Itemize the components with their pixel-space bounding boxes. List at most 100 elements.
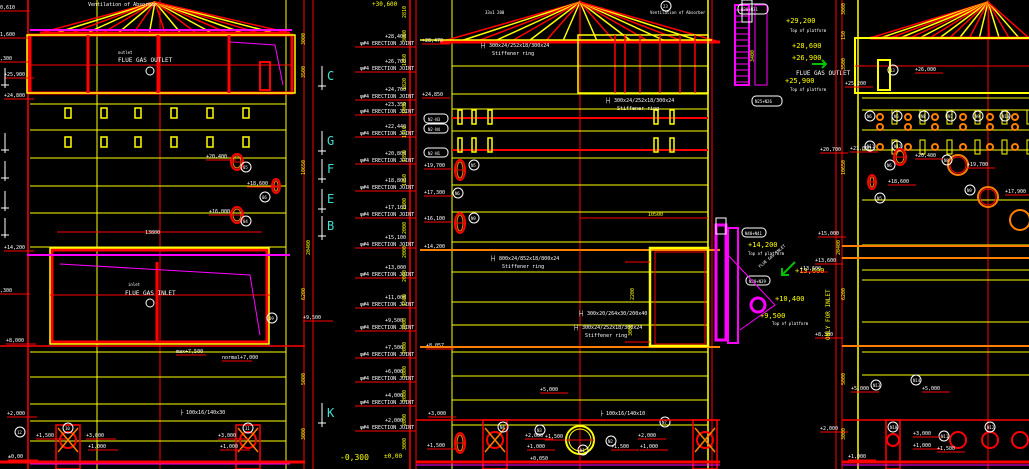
middle-top-elevation: +30,600 (372, 1, 398, 8)
roof-rafter (579, 1, 686, 43)
nozzle-elevation: +24,850 (422, 92, 443, 98)
roof-rafter (86, 1, 156, 34)
middle-manway (487, 109, 493, 125)
shell-dim: 1000 (402, 102, 408, 114)
section-marker-C: C (327, 69, 334, 83)
roof-rafter (987, 1, 1000, 39)
middle-manway (471, 109, 477, 125)
callout-bubble (240, 161, 252, 173)
nozzle-elevation: +28,470 (422, 38, 443, 44)
shell-dim: 2810 (402, 6, 408, 18)
shell-dim: 2000 (402, 222, 408, 234)
inlet-duct-box (648, 246, 710, 348)
callout-bubble (938, 430, 950, 442)
erection-joint-elevation: +24,760 (385, 87, 406, 93)
right-elevation: +21,000 (850, 146, 871, 152)
elevation-label: +1,000 (220, 444, 238, 450)
nozzle-elevation: +2,000 (638, 433, 656, 439)
nozzle-elevation: +0,050 (530, 456, 548, 462)
lower-person (715, 217, 727, 235)
elevation-label: +14,200 (4, 245, 25, 251)
nozzle-tag: N2-N3 (428, 117, 441, 122)
right-dimension: 3000 (841, 3, 847, 15)
erection-joint-elevation: +13,000 (385, 265, 406, 271)
callout-bubble (659, 416, 671, 428)
platform-elevation-2: +26,900 (792, 54, 822, 62)
right-dimension: 10650 (841, 160, 847, 175)
middle-support-ring (696, 431, 714, 449)
right-dimension: 3000 (841, 428, 847, 440)
elevation-label: +2,000 (7, 411, 25, 417)
callout-number: N5 (877, 196, 882, 201)
small-nozzle (959, 113, 967, 121)
erection-joint-elevation: +22,440 (385, 124, 406, 130)
callout-bubble (887, 64, 899, 76)
callout-bubble (887, 421, 899, 433)
small-nozzle (986, 123, 994, 131)
erection-joint-label: ψ#4 ERECTION JOINT (360, 425, 414, 431)
section-marker-F: F (327, 162, 334, 176)
callout-bubble (660, 0, 672, 12)
callout-number: N7 (662, 420, 667, 425)
right-elevation: +1,000 (848, 454, 866, 460)
callout-number: N13 (873, 383, 881, 388)
callout-bubble (870, 379, 882, 391)
ventilation-label: Ventilation of Absorber (88, 2, 157, 8)
section-marker-B: B (327, 219, 334, 233)
dim-3000: 3000 (628, 324, 634, 336)
callout-number: N9 (975, 114, 980, 119)
only-for-inlet-label: ONLY FOR INLET (825, 289, 832, 340)
roof-rafter (929, 1, 989, 39)
right-elevation: +2,000 (820, 426, 838, 432)
roof-rafter (457, 1, 581, 43)
middle-support-ring (486, 431, 504, 449)
platform-elevation-1: +28,600 (792, 42, 822, 50)
callout-number: N10 (890, 425, 898, 430)
small-nozzle (1011, 123, 1019, 131)
lower-tag-mid (745, 275, 771, 286)
callout-bubble (972, 110, 984, 122)
callout-bubble (577, 444, 589, 456)
nozzle-elevation: +1,500 (611, 444, 629, 450)
roof-rafter (154, 1, 182, 34)
lower-tag-top-label: N40+N41 (745, 231, 762, 236)
right-elevation: +5,000 (922, 386, 940, 392)
callout-bubble (259, 191, 271, 203)
right-manway (1001, 139, 1008, 155)
bottom-nozzle (981, 431, 999, 449)
right-elevation: +1,500 (937, 446, 955, 452)
bottom-nozzle (1011, 431, 1029, 449)
right-dimension: 3500 (841, 58, 847, 70)
shell-dim: 2000 (402, 246, 408, 258)
roof-rafter (987, 1, 990, 39)
nozzle-tag-box (423, 123, 449, 134)
small-nozzle (931, 143, 939, 151)
top-dim-label: 33x1 200 (485, 10, 505, 15)
roof-rafter (133, 1, 156, 34)
callout-number: 09 (269, 316, 274, 321)
callout-bubble (14, 426, 26, 438)
right-elevation: +19,700 (967, 162, 988, 168)
erection-joint-label: ψ#4 ERECTION JOINT (360, 352, 414, 358)
shell-dim: 2000 (402, 342, 408, 354)
manway (100, 136, 108, 148)
erection-joint-label: ψ#4 ERECTION JOINT (360, 242, 414, 248)
outlet-magenta-profile (229, 41, 284, 86)
elevation-label: +8,000 (6, 338, 24, 344)
nozzle-elevation: +19,700 (424, 163, 445, 169)
support-brace (237, 427, 259, 453)
callout-number: N12 (987, 425, 995, 430)
callout-number: N6 (867, 114, 872, 119)
right-manway (919, 139, 926, 155)
inlet-tag: inlet (128, 282, 141, 287)
right-elevation: +20,400 (915, 153, 936, 159)
manway (64, 107, 72, 119)
platform-tag-bottom: N25+N26 (755, 99, 772, 104)
inlet-magenta-profile (59, 263, 261, 336)
large-nozzle (977, 186, 999, 208)
dimension-label: 3500 (301, 66, 307, 78)
erection-joint-elevation: +7,500 (385, 345, 403, 351)
small-nozzle (986, 143, 994, 151)
support-ring (239, 431, 257, 449)
